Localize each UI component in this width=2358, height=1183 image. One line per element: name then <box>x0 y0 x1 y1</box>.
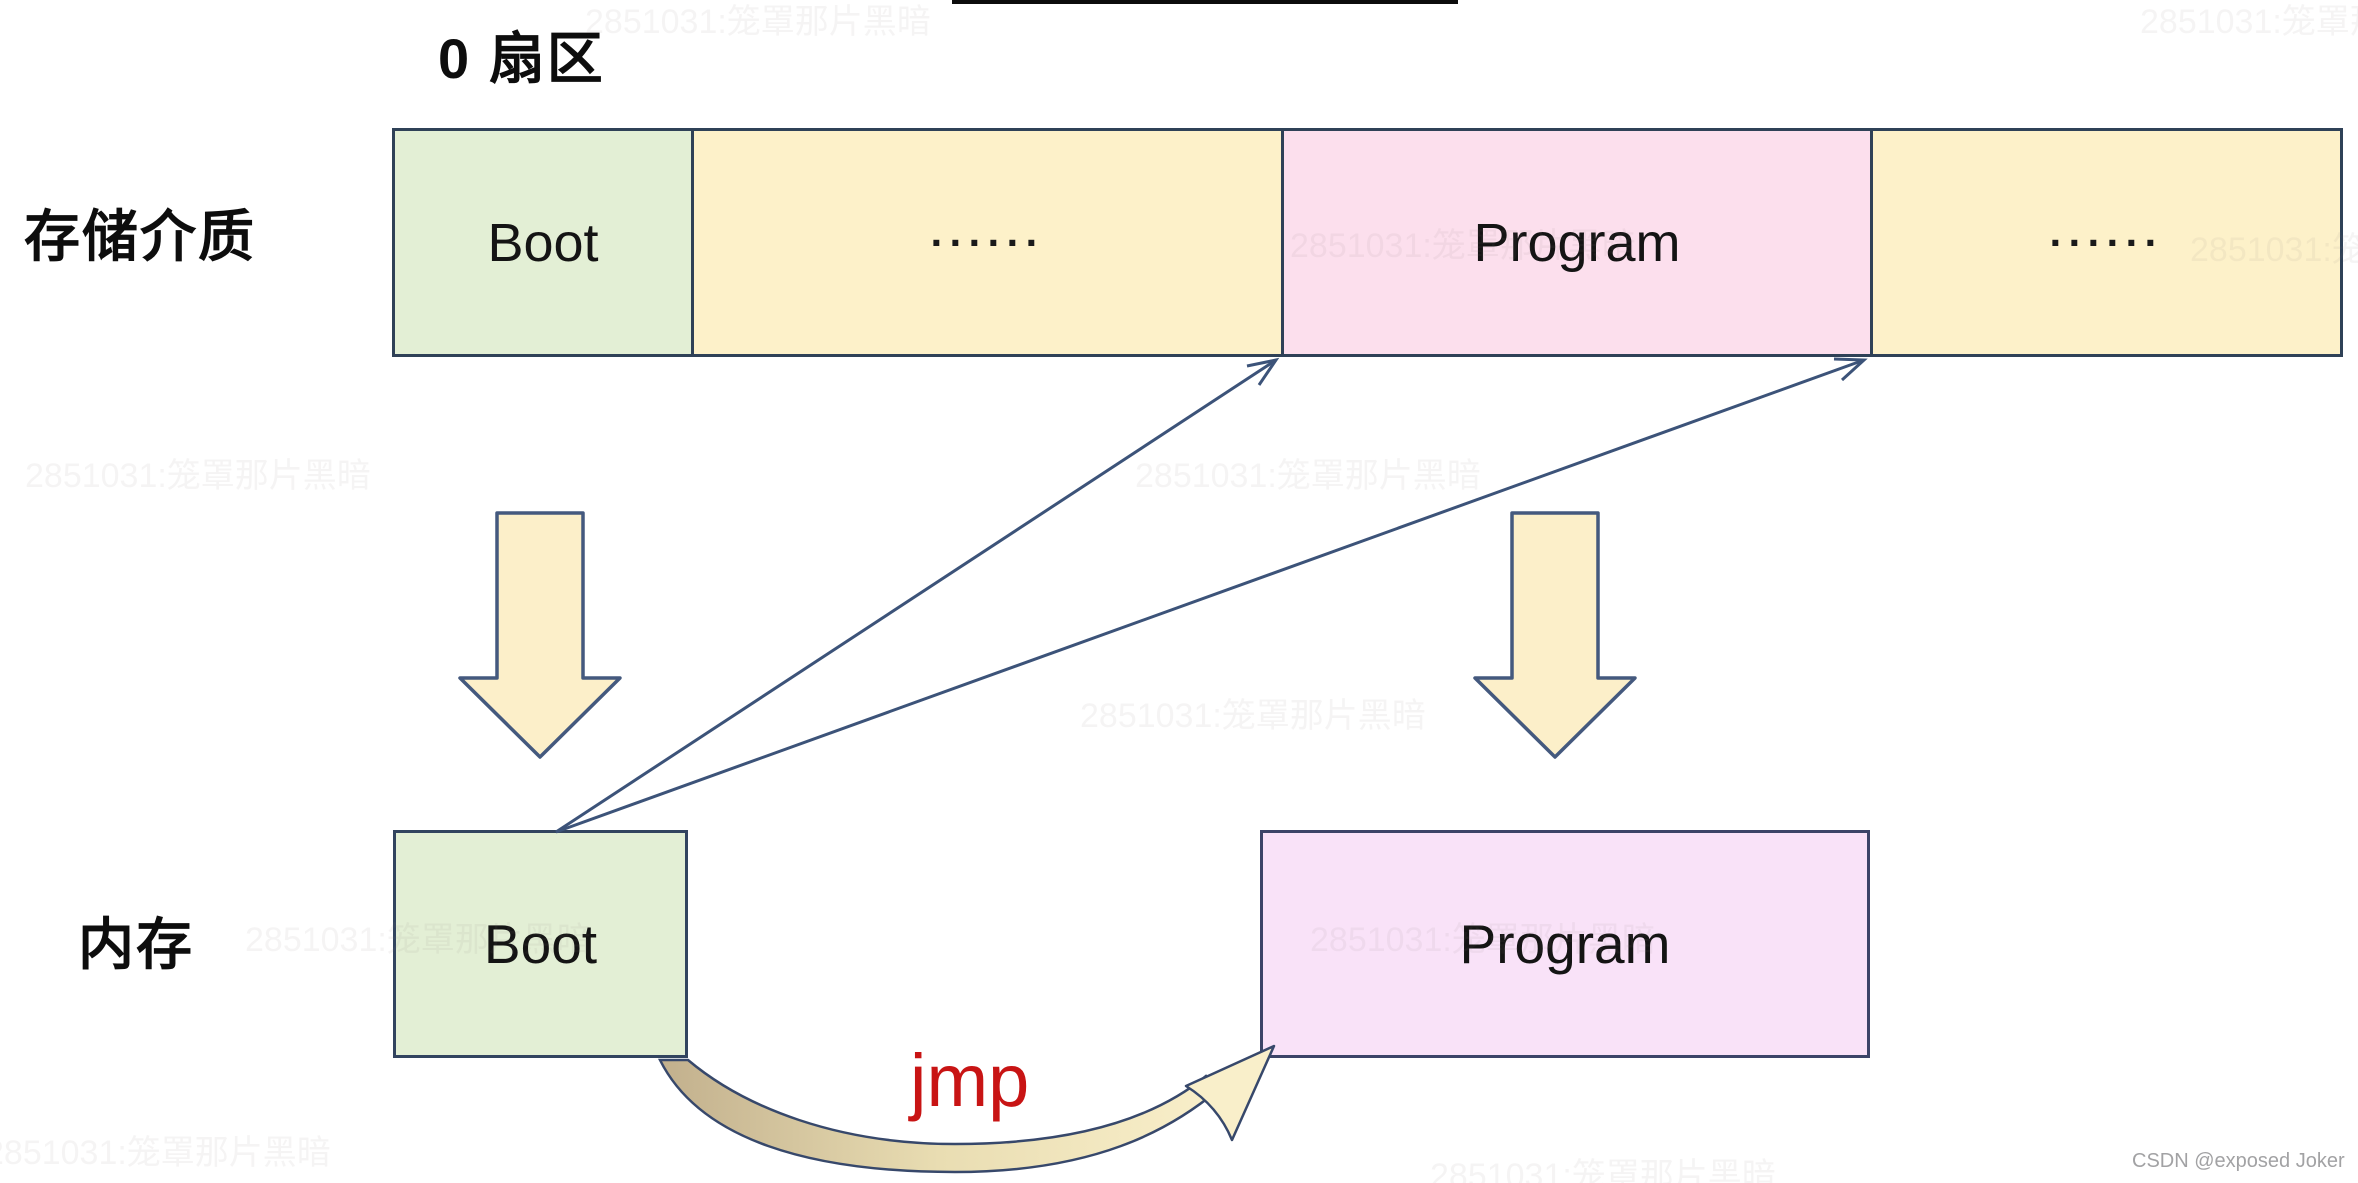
top-crop-line <box>952 0 1458 4</box>
storage-segment-ellipsis-1: ······ <box>691 131 1281 354</box>
storage-boot-label: Boot <box>487 212 599 273</box>
pointer-arrow-to-program-end <box>555 357 1868 834</box>
csdn-watermark: CSDN @exposed Joker <box>2132 1150 2345 1172</box>
jmp-arrowhead-icon <box>1184 1044 1276 1142</box>
storage-medium-label: 存储介质 <box>24 205 256 268</box>
memory-program-label: Program <box>1459 913 1671 975</box>
ellipsis-dots: ······ <box>930 218 1045 266</box>
memory-boot-label: Boot <box>483 913 598 975</box>
faint-watermark: 2851031:笼罩那片黑暗 <box>2140 3 2358 41</box>
faint-watermark: 2851031:笼罩那片黑暗 <box>585 3 931 41</box>
memory-program-box: Program <box>1260 830 1870 1058</box>
storage-segment-program: Program <box>1281 131 1870 354</box>
storage-program-label: Program <box>1473 212 1681 273</box>
sector-zero-title: 0 扇区 <box>438 27 605 90</box>
faint-watermark: 2851031:笼罩那片黑暗 <box>1135 457 1481 495</box>
storage-segment-ellipsis-2: ······ <box>1870 131 2340 354</box>
jmp-instruction-label: jmp <box>910 1039 1030 1122</box>
ellipsis-dots: ······ <box>2049 218 2164 266</box>
faint-watermark: 2851031:笼罩那片黑暗 <box>25 457 371 495</box>
storage-medium-bar: Boot ······ Program ······ <box>392 128 2343 357</box>
storage-segment-boot: Boot <box>395 131 691 354</box>
memory-boot-box: Boot <box>393 830 688 1058</box>
block-down-arrow-icon <box>458 511 622 759</box>
pointer-arrow-to-program-start <box>555 357 1280 834</box>
faint-watermark: 2851031:笼罩那片黑暗 <box>1430 1157 1776 1183</box>
memory-label: 内存 <box>78 913 194 976</box>
faint-watermark: 2851031:笼罩那片黑暗 <box>0 1134 331 1172</box>
faint-watermark: 2851031:笼罩那片黑暗 <box>1080 697 1426 735</box>
block-down-arrow-icon <box>1473 511 1637 759</box>
